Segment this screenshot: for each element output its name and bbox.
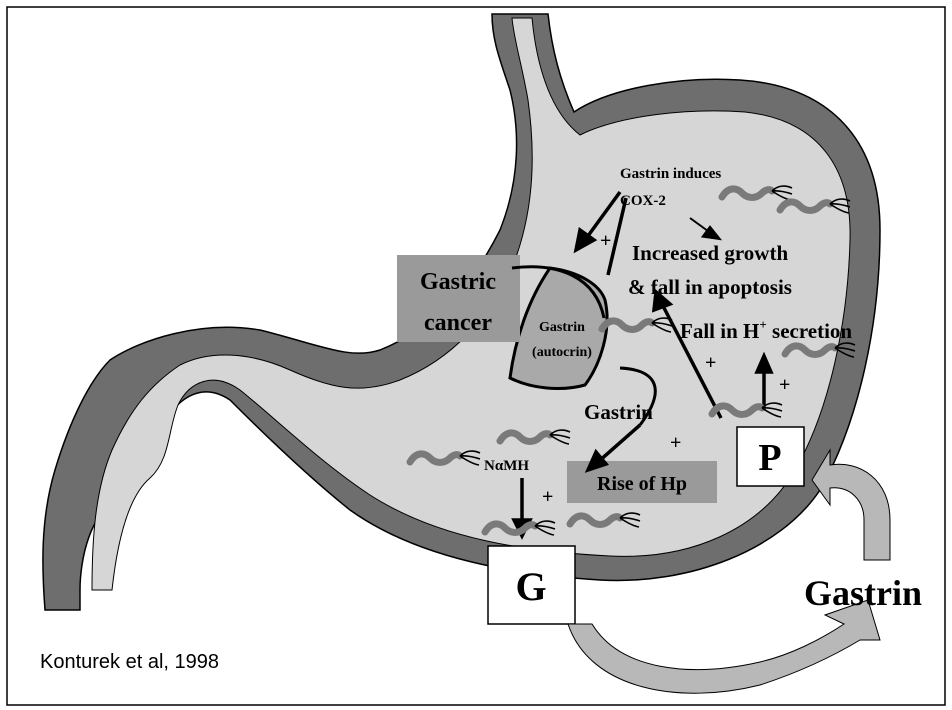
gastrin-hormone-label: Gastrin: [804, 573, 922, 613]
plus-sign: +: [600, 230, 611, 252]
gastrin-induces-label: Gastrin induces: [620, 166, 721, 182]
gastric-label: Gastric: [420, 269, 496, 295]
cancer-label: cancer: [424, 310, 492, 336]
gastrin-release-arrow: [568, 600, 880, 693]
gastrin-autocrin-label: Gastrin: [539, 320, 585, 335]
plus-sign: +: [705, 352, 716, 374]
gastrin-to-p-arrow: [812, 450, 890, 560]
namh-label: NαMH: [484, 458, 529, 474]
rise-hp-label: Rise of Hp: [597, 473, 687, 495]
autocrin-label: (autocrin): [532, 345, 592, 360]
citation-label: Konturek et al, 1998: [40, 651, 219, 673]
plus-sign: +: [670, 432, 681, 454]
plus-sign: +: [542, 486, 553, 508]
plus-sign: +: [779, 374, 790, 396]
increased-growth-label: Increased growth: [632, 241, 788, 265]
fall-apoptosis-label: & fall in apoptosis: [628, 275, 792, 299]
h-secretion-label: Fall in H+ secretion: [680, 317, 852, 343]
g-cell-label: G: [515, 564, 546, 609]
parietal-cell-label: P: [758, 437, 781, 479]
